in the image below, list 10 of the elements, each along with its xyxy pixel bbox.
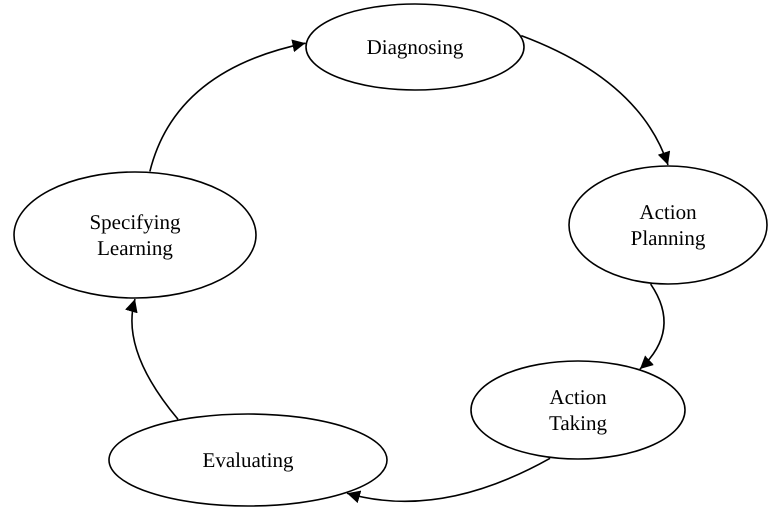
arrow <box>149 40 306 172</box>
node-label: Diagnosing <box>366 34 464 60</box>
node-label: Action Taking <box>548 384 608 436</box>
arrow <box>520 34 670 166</box>
arrow <box>346 458 550 503</box>
arrow <box>639 284 665 370</box>
arrow <box>126 298 179 420</box>
node-label: Specifying Learning <box>88 208 182 262</box>
node-label: Action Planning <box>630 198 706 252</box>
node-label: Evaluating <box>202 446 294 474</box>
